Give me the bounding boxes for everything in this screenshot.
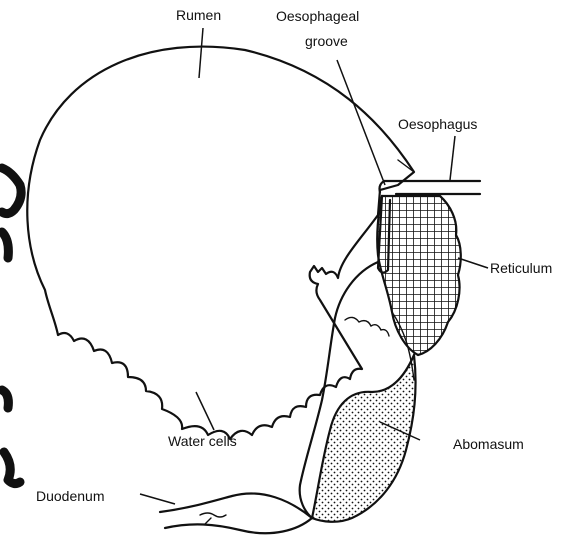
label-oesophagus: Oesophagus [398,116,477,132]
abomasum-shape [312,355,416,522]
label-abomasum: Abomasum [453,436,524,452]
edge-marks [2,168,21,484]
label-reticulum: Reticulum [490,260,552,276]
rumen-shape [27,47,414,439]
label-oesophageal-groove-line2: groove [305,33,348,49]
label-oesophageal-groove-line1: Oesophageal [276,8,359,24]
label-water-cells: Water cells [168,433,237,449]
label-duodenum: Duodenum [36,488,105,504]
label-rumen: Rumen [176,7,221,23]
oesophagus-tube [380,160,481,194]
duodenum-tube [160,493,312,533]
